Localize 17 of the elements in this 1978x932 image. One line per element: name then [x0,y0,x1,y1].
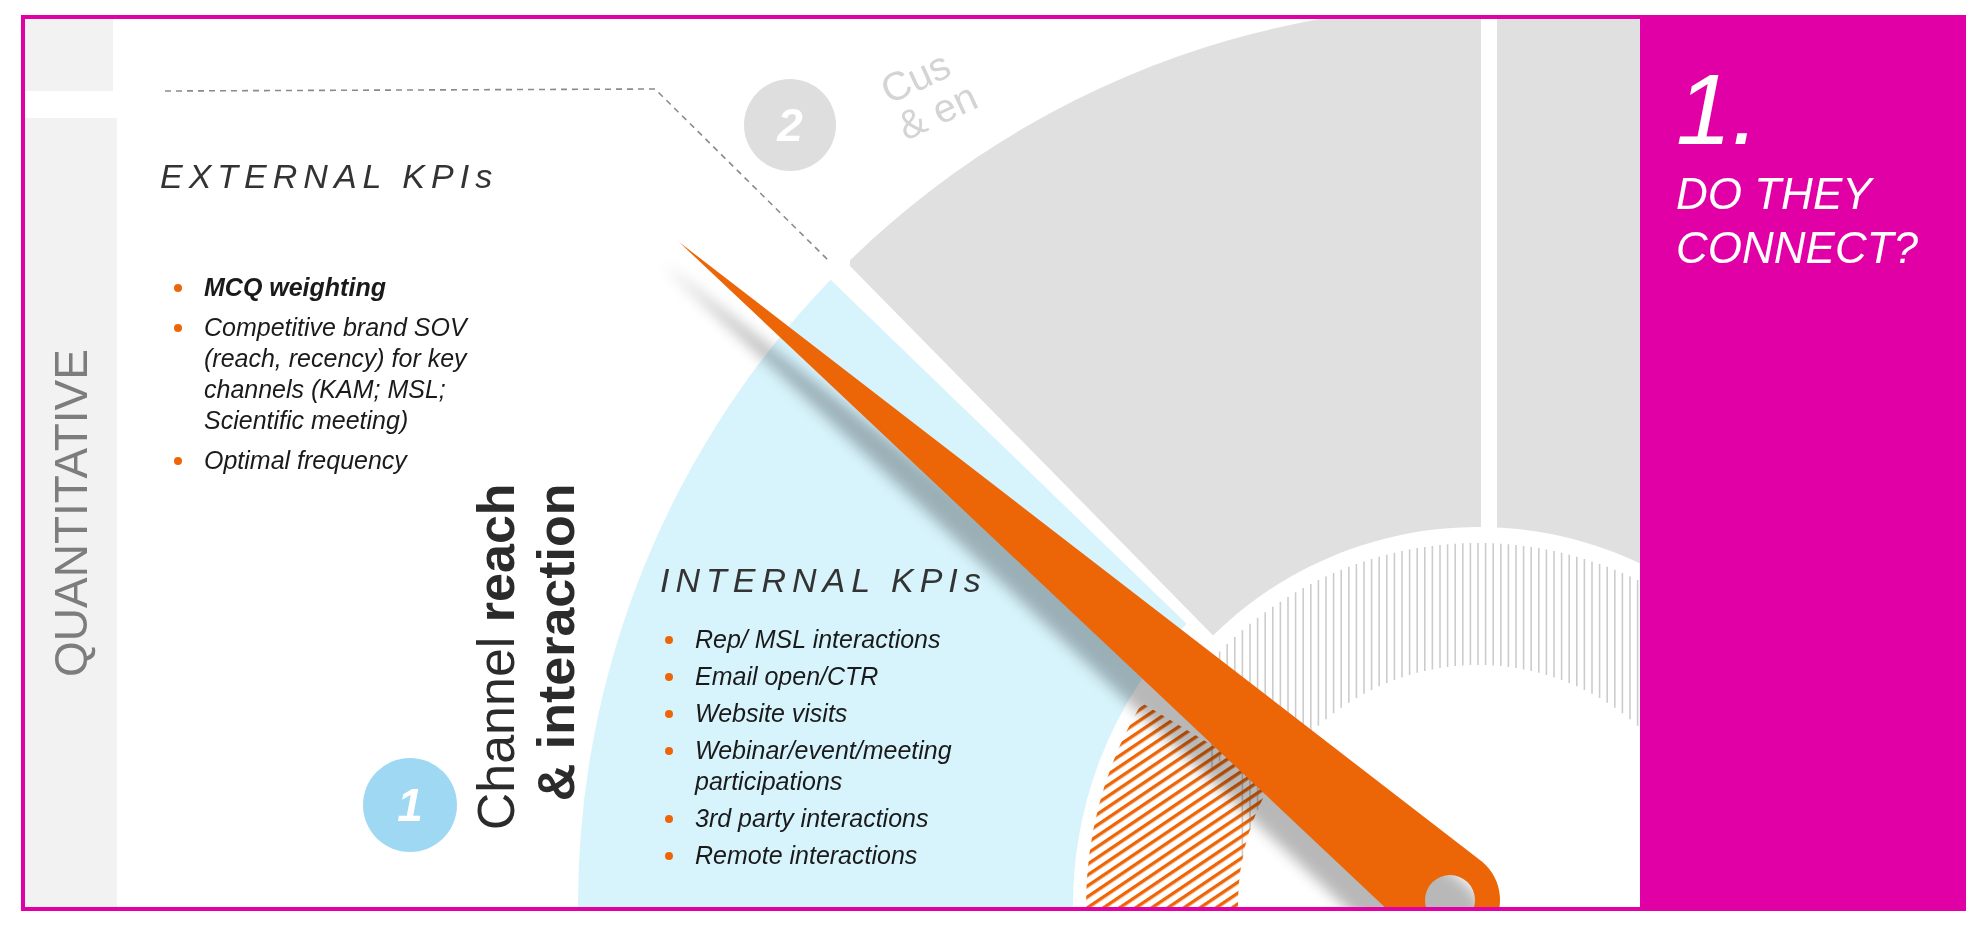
section-heading: INTERNAL KPIs [660,560,987,600]
bullet-text: Competitive brand SOV (reach, recency) for key channels (KAM; MSL; Scientific meeting) [204,312,470,436]
panel-number: 1. [1676,59,1760,159]
bullet-text: MCQ weighting [204,272,387,303]
panel-question: DO THEY CONNECT? [1676,168,1920,274]
bullet-text: Website visits [695,698,849,729]
bullet-text: Email open/CTR [695,661,880,692]
bullet-text: Webinar/event/meeting participations [695,735,953,797]
gauge-segment [576,278,1188,907]
section-heading: EXTERNAL KPIs [160,156,499,196]
bullet-text: Optimal frequency [204,445,409,476]
bullet-text: Remote interactions [695,840,919,871]
number-circle: 1 [363,758,457,852]
bullet-text: 3rd party interactions [695,803,930,834]
category-band [25,118,117,907]
bullet-text: Rep/ MSL interactions [695,624,942,655]
category-label: QUANTITATIVE [46,348,96,677]
